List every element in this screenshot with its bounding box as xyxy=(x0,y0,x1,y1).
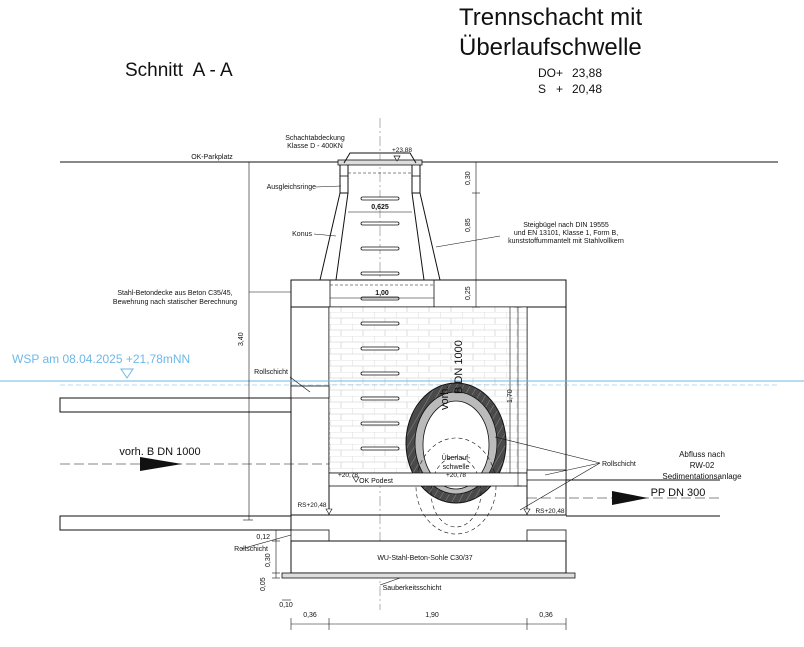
rollschicht-bottom-label: Rollschicht xyxy=(234,546,268,553)
base-slab-label: WU-Stahl-Beton-Sohle C30/37 xyxy=(377,555,472,562)
wall-right xyxy=(526,306,567,516)
dim-rollschicht-height: 0,12 xyxy=(256,534,270,541)
pipe-in-vertical-label-2: B DN 1000 xyxy=(453,340,465,394)
title-line-2: Überlaufschwelle xyxy=(459,34,642,61)
outflow-label-3: Sedimentationsanlage xyxy=(662,472,742,481)
adjust-rings-label: Ausgleichsringe xyxy=(267,184,317,191)
pipe-inflow-arrow xyxy=(140,457,182,471)
level-do-label: DO+ xyxy=(538,66,564,80)
rollschicht-bottom xyxy=(290,529,330,542)
dim-total-depth: 3,40 xyxy=(238,332,245,346)
weir-label-2: schwelle xyxy=(443,464,470,471)
outflow-label-1: Abfluss nach xyxy=(679,450,725,459)
rollschicht-left-label: Rollschicht xyxy=(254,369,288,376)
level-do-value: 23,88 xyxy=(572,66,603,80)
dim-neck-depth: 0,30 xyxy=(465,171,472,185)
deck-label-2: Bewehrung nach statischer Berechnung xyxy=(113,299,237,306)
cover-level-marker xyxy=(393,155,401,162)
ladder-rungs xyxy=(360,196,400,451)
weir-opening xyxy=(422,400,490,490)
rollschicht-right-label: Rollschicht xyxy=(602,461,636,468)
dim-wall-right: 0,36 xyxy=(539,612,553,619)
dim-slab-thickness: 0,30 xyxy=(265,553,272,567)
rs-right-marker xyxy=(523,508,531,515)
water-level-label: WSP am 08.04.2025 +21,78mNN xyxy=(12,352,191,366)
weir-label-1: Überlauf- xyxy=(442,454,471,462)
dim-chamber-height: 1,70 xyxy=(507,389,514,403)
steps-label-3: kunststoffummantelt mit Stahlvollkern xyxy=(508,238,624,245)
deck-label-1: Stahl-Betondecke aus Beton C35/45, xyxy=(117,290,232,297)
dim-neck-width: 0,625 xyxy=(371,204,389,211)
dim-blinding-thickness: 0,05 xyxy=(260,577,267,591)
level-s-label: S + xyxy=(538,82,564,96)
cover-class-label: Klasse D - 400KN xyxy=(287,143,343,150)
level-s-value: 20,48 xyxy=(572,82,603,96)
pipe-outflow xyxy=(526,469,720,517)
water-level-marker xyxy=(120,368,134,379)
pipe-outflow-arrow xyxy=(612,491,648,505)
blinding-label: Sauberkeitsschicht xyxy=(383,585,442,592)
podest-label: OK Podest xyxy=(359,478,393,485)
pipe-inflow xyxy=(59,385,330,531)
title-line-1: Trennschacht mit xyxy=(459,4,643,31)
cone-label: Konus xyxy=(292,231,312,238)
ground-label: OK-Parkplatz xyxy=(191,154,233,161)
cover-plate xyxy=(343,152,417,164)
steps-label-2: und EN 13101, Klasse 1, Form B, xyxy=(514,230,618,237)
deck-slab xyxy=(290,279,567,308)
cover-level-label: +23,88 xyxy=(392,147,412,154)
podest-level-marker xyxy=(352,476,360,483)
dimension-lines xyxy=(243,161,567,630)
pipe-in-label: vorh. B DN 1000 xyxy=(119,446,200,458)
cover-label: Schachtabdeckung xyxy=(285,135,345,142)
outflow-label-2: RW-02 xyxy=(690,461,715,470)
weir-level-label: +20,78 xyxy=(446,472,466,479)
dim-deck-thickness: 0,25 xyxy=(465,286,472,300)
dim-overhang: 0,10 xyxy=(279,602,293,609)
leader-lines xyxy=(240,185,601,586)
section-label: Schnitt A - A xyxy=(125,60,233,81)
blinding-layer xyxy=(281,572,576,579)
wall-left xyxy=(290,306,330,516)
pipe-out-label: PP DN 300 xyxy=(651,487,706,499)
rs-left-label: RS+20,48 xyxy=(297,502,326,509)
dim-deck-width: 1,00 xyxy=(375,290,389,297)
podest-level-label: +20,78 xyxy=(338,472,358,479)
dim-inner-width: 1,90 xyxy=(425,612,439,619)
rs-right-label: RS+20,48 xyxy=(535,508,564,515)
rs-left-marker xyxy=(325,508,333,515)
dim-cone-height: 0,85 xyxy=(465,218,472,232)
dim-wall-left: 0,36 xyxy=(303,612,317,619)
steps-label-1: Steigbügel nach DIN 19555 xyxy=(523,222,609,229)
pipe-in-vertical-label-1: vorh. xyxy=(439,386,451,410)
